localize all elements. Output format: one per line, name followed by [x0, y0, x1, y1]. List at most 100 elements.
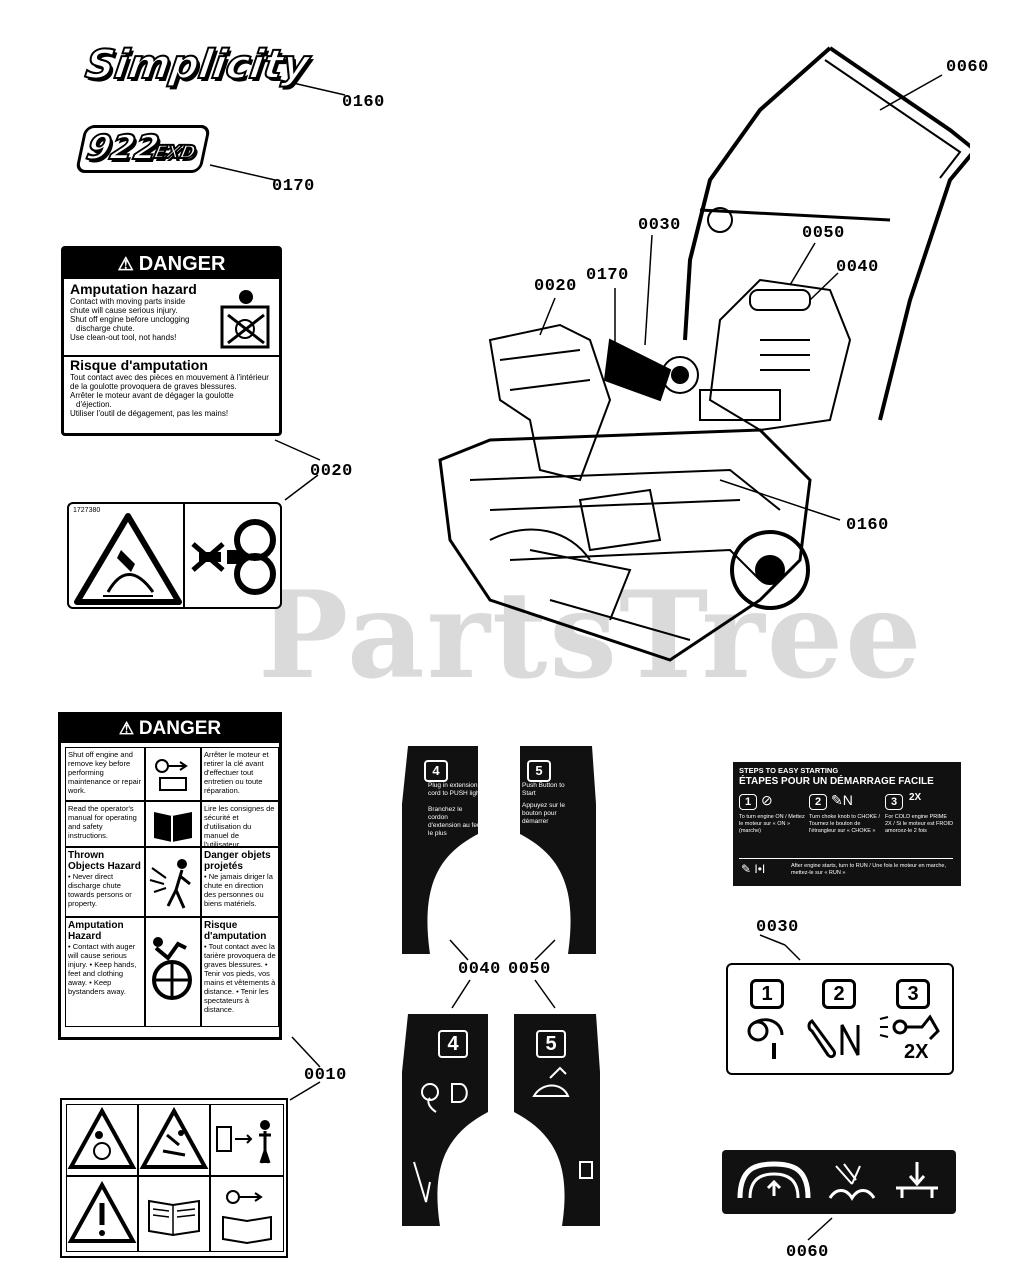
- danger-decal-main: ⚠ DANGER Shut off engine and remove key …: [58, 712, 282, 1040]
- step-2-large-badge: 2: [822, 979, 856, 1009]
- hand-injury-warning-icon: [74, 513, 182, 605]
- decal-text: Contact with moving parts inside: [70, 297, 186, 306]
- pictogram-decal-chute: 1727380: [67, 502, 282, 609]
- callout-0020-left: 0020: [310, 462, 353, 481]
- handle-text-right-en: Push Button to Start: [522, 782, 565, 797]
- step-2-badge: 2: [809, 794, 827, 810]
- thrown-objects-warning-icon: [138, 1104, 210, 1176]
- decal-text: d'éjection.: [76, 400, 112, 409]
- ignition-on-icon: [747, 1018, 784, 1059]
- decal-code: 1727380: [73, 507, 101, 514]
- callout-0160-right: 0160: [846, 516, 889, 535]
- decal-text-manual-en: Read the operator's manual for operating…: [65, 801, 145, 847]
- callout-0050-top: 0050: [802, 224, 845, 243]
- callout-0060-handle: 0060: [946, 58, 989, 77]
- remove-key-manual-icon: [210, 1176, 284, 1252]
- decal-text: Use clean-out tool, not hands!: [70, 333, 177, 342]
- step-2-text: Turn choke knob to CHOKE / Tournez le bo…: [809, 814, 881, 834]
- auger-warning-icon: [66, 1104, 138, 1176]
- callout-0010: 0010: [304, 1066, 347, 1085]
- amputation-hazard-en: Amputation Hazard • Contact with auger w…: [65, 917, 145, 1027]
- decal-text: • Never direct discharge chute towards p…: [68, 872, 132, 908]
- callout-0050-mid: 0050: [508, 960, 551, 979]
- step-1-large-badge: 1: [750, 979, 784, 1009]
- model-suffix: EXD: [151, 141, 199, 164]
- decal-text: Tout contact avec des pièces en mouvemen…: [70, 373, 269, 382]
- decal-text: • Tout contact avec la tarière provoquer…: [204, 942, 276, 1014]
- starting-title-fr: ÉTAPES POUR UN DÉMARRAGE FACILE: [739, 776, 934, 787]
- danger-header: ⚠ DANGER: [64, 249, 279, 279]
- decal-text: discharge chute.: [76, 324, 135, 333]
- decal-title-fr: Risque d'amputation: [70, 357, 208, 373]
- decal-text-maintenance-en: Shut off engine and remove key before pe…: [65, 747, 145, 801]
- step-3-large-badge: 3: [896, 979, 930, 1009]
- handle-decal-left-small: [402, 746, 478, 954]
- decal-title-en: Amputation hazard: [70, 281, 197, 297]
- decal-subtitle: Thrown Objects Hazard: [68, 850, 141, 872]
- handle-decal-left-large: [402, 1014, 488, 1226]
- drive-engage-icon: [896, 1162, 938, 1198]
- step-4-badge-small: 4: [424, 760, 448, 782]
- handle-text-left-fr: Branchez le cordon d'extension au feu le…: [428, 806, 481, 837]
- danger-decal-chute: ⚠ DANGER Amputation hazard Contact with …: [61, 246, 282, 436]
- no-hands-in-chute-icon: [191, 519, 276, 595]
- decal-text: de la goulotte provoquera de graves bles…: [70, 382, 237, 391]
- model-badge: 922 EXD: [74, 125, 212, 173]
- handle-decal-right-large: [514, 1014, 600, 1226]
- starting-footer: After engine starts, turn to RUN / Une f…: [791, 863, 946, 876]
- bail-handle-decal: [722, 1150, 956, 1214]
- ignition-icon: ⊘: [761, 792, 773, 808]
- primer-badge: 2X: [909, 792, 922, 803]
- callout-0170-badge: 0170: [272, 177, 315, 196]
- steps-decal: 1 2 3 2X: [726, 963, 954, 1075]
- snow-blower-illustration: [438, 46, 970, 662]
- prime-2x-label: 2X: [904, 1041, 929, 1063]
- step-4-badge-large: 4: [438, 1030, 468, 1058]
- callout-0160-logo: 0160: [342, 93, 385, 112]
- thrown-objects-icon: [145, 847, 201, 917]
- callout-0030-top: 0030: [638, 216, 681, 235]
- choke-lever-icon: [807, 1019, 860, 1059]
- danger-header: ⚠ DANGER: [61, 715, 279, 743]
- warning-triangle-icon: ⚠: [118, 719, 139, 738]
- model-number: 922: [82, 127, 163, 169]
- step-5-badge-large: 5: [536, 1030, 566, 1058]
- decal-subtitle: Danger objets projetés: [204, 850, 271, 872]
- decal-text-manual-fr: Lire les consignes de sécurité et d'util…: [201, 801, 279, 849]
- callout-0040-top: 0040: [836, 258, 879, 277]
- handle-decal-right-small: [520, 746, 596, 954]
- keep-distance-icon: [210, 1104, 284, 1176]
- key-maintenance-icon: [145, 747, 201, 801]
- starting-title-en: STEPS TO EASY STARTING: [739, 766, 839, 775]
- handle-text-left-en: Plug in extension cord to PUSH light: [428, 782, 482, 797]
- step-5-badge-small: 5: [527, 760, 551, 782]
- read-manual-icon: [138, 1176, 210, 1252]
- decal-subtitle: Risque d'amputation: [204, 920, 267, 942]
- watermark-text: PartsTree: [258, 565, 924, 706]
- auger-engage-icon: [828, 1163, 876, 1201]
- step-1-text: To turn engine ON / Mettez le moteur sur…: [739, 814, 805, 834]
- simplicity-logo: Simplicity: [82, 41, 313, 89]
- decal-text-maintenance-fr: Arrêter le moteur et retirer la clé avan…: [201, 747, 279, 801]
- decal-text: Arrêter le moteur avant de dégager la go…: [70, 391, 234, 400]
- callout-0040-mid: 0040: [458, 960, 501, 979]
- callout-0020-top: 0020: [534, 277, 577, 296]
- hand-in-chute-icon: [220, 290, 270, 349]
- callout-0030-mid: 0030: [756, 918, 799, 937]
- decal-text: Shut off engine before unclogging: [70, 315, 190, 324]
- decal-text: chute will cause serious injury.: [70, 306, 178, 315]
- amputation-hazard-fr: Risque d'amputation • Tout contact avec …: [201, 917, 279, 1027]
- starting-steps-decal: STEPS TO EASY STARTING ÉTAPES POUR UN DÉ…: [733, 762, 961, 886]
- step-3-badge: 3: [885, 794, 903, 810]
- warning-triangle-icon: ⚠: [117, 254, 139, 274]
- decal-text: • Contact with auger will cause serious …: [68, 942, 137, 996]
- step-1-badge: 1: [739, 794, 757, 810]
- run-icon: ✎ I•I: [741, 862, 766, 876]
- step-3-text: For COLD engine PRIME 2X / Si le moteur …: [885, 814, 954, 834]
- handle-text-right-fr: Appuyez sur le bouton pour démarrer: [522, 802, 565, 825]
- primer-bulb-icon: [879, 1014, 940, 1041]
- callout-0170-top: 0170: [586, 266, 629, 285]
- pictogram-grid-decal: [60, 1098, 288, 1258]
- decal-text: • Ne jamais diriger la chute en directio…: [204, 872, 273, 908]
- decal-subtitle: Amputation Hazard: [68, 920, 124, 942]
